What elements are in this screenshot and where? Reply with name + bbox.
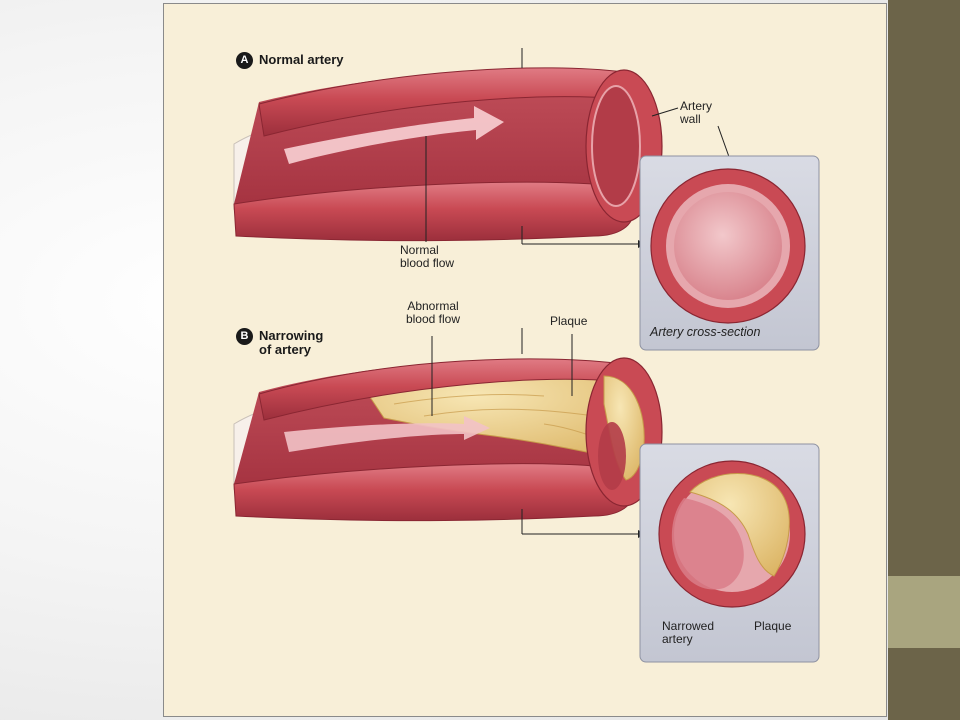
panel-a-title: Normal artery	[259, 52, 344, 67]
normal-artery-tube	[233, 67, 663, 242]
slide-accent-square	[888, 576, 960, 648]
abnormal-blood-flow-label: Abnormal blood flow	[405, 299, 461, 326]
plaque-label-top: Plaque	[550, 314, 588, 328]
narrowed-cross-section-panel	[639, 443, 820, 663]
normal-cross-section-panel	[639, 155, 820, 351]
narrowed-artery-tube	[233, 357, 663, 522]
artery-cross-section-label: Artery cross-section	[650, 325, 761, 339]
panel-a-badge: A	[236, 52, 253, 69]
artery-illustration	[233, 48, 820, 663]
panel-b-badge: B	[236, 328, 253, 345]
artery-wall-label: Artery wall	[680, 99, 713, 126]
panel-b-title: Narrowing of artery	[259, 328, 324, 357]
plaque-label-cross: Plaque	[754, 619, 792, 633]
narrowed-artery-label: Narrowed artery	[662, 619, 715, 646]
artery-figure: A Normal artery B Narrowing of artery Ar…	[163, 3, 887, 717]
normal-blood-flow-label: Normal blood flow	[400, 243, 455, 270]
slide-side-band	[888, 0, 960, 720]
